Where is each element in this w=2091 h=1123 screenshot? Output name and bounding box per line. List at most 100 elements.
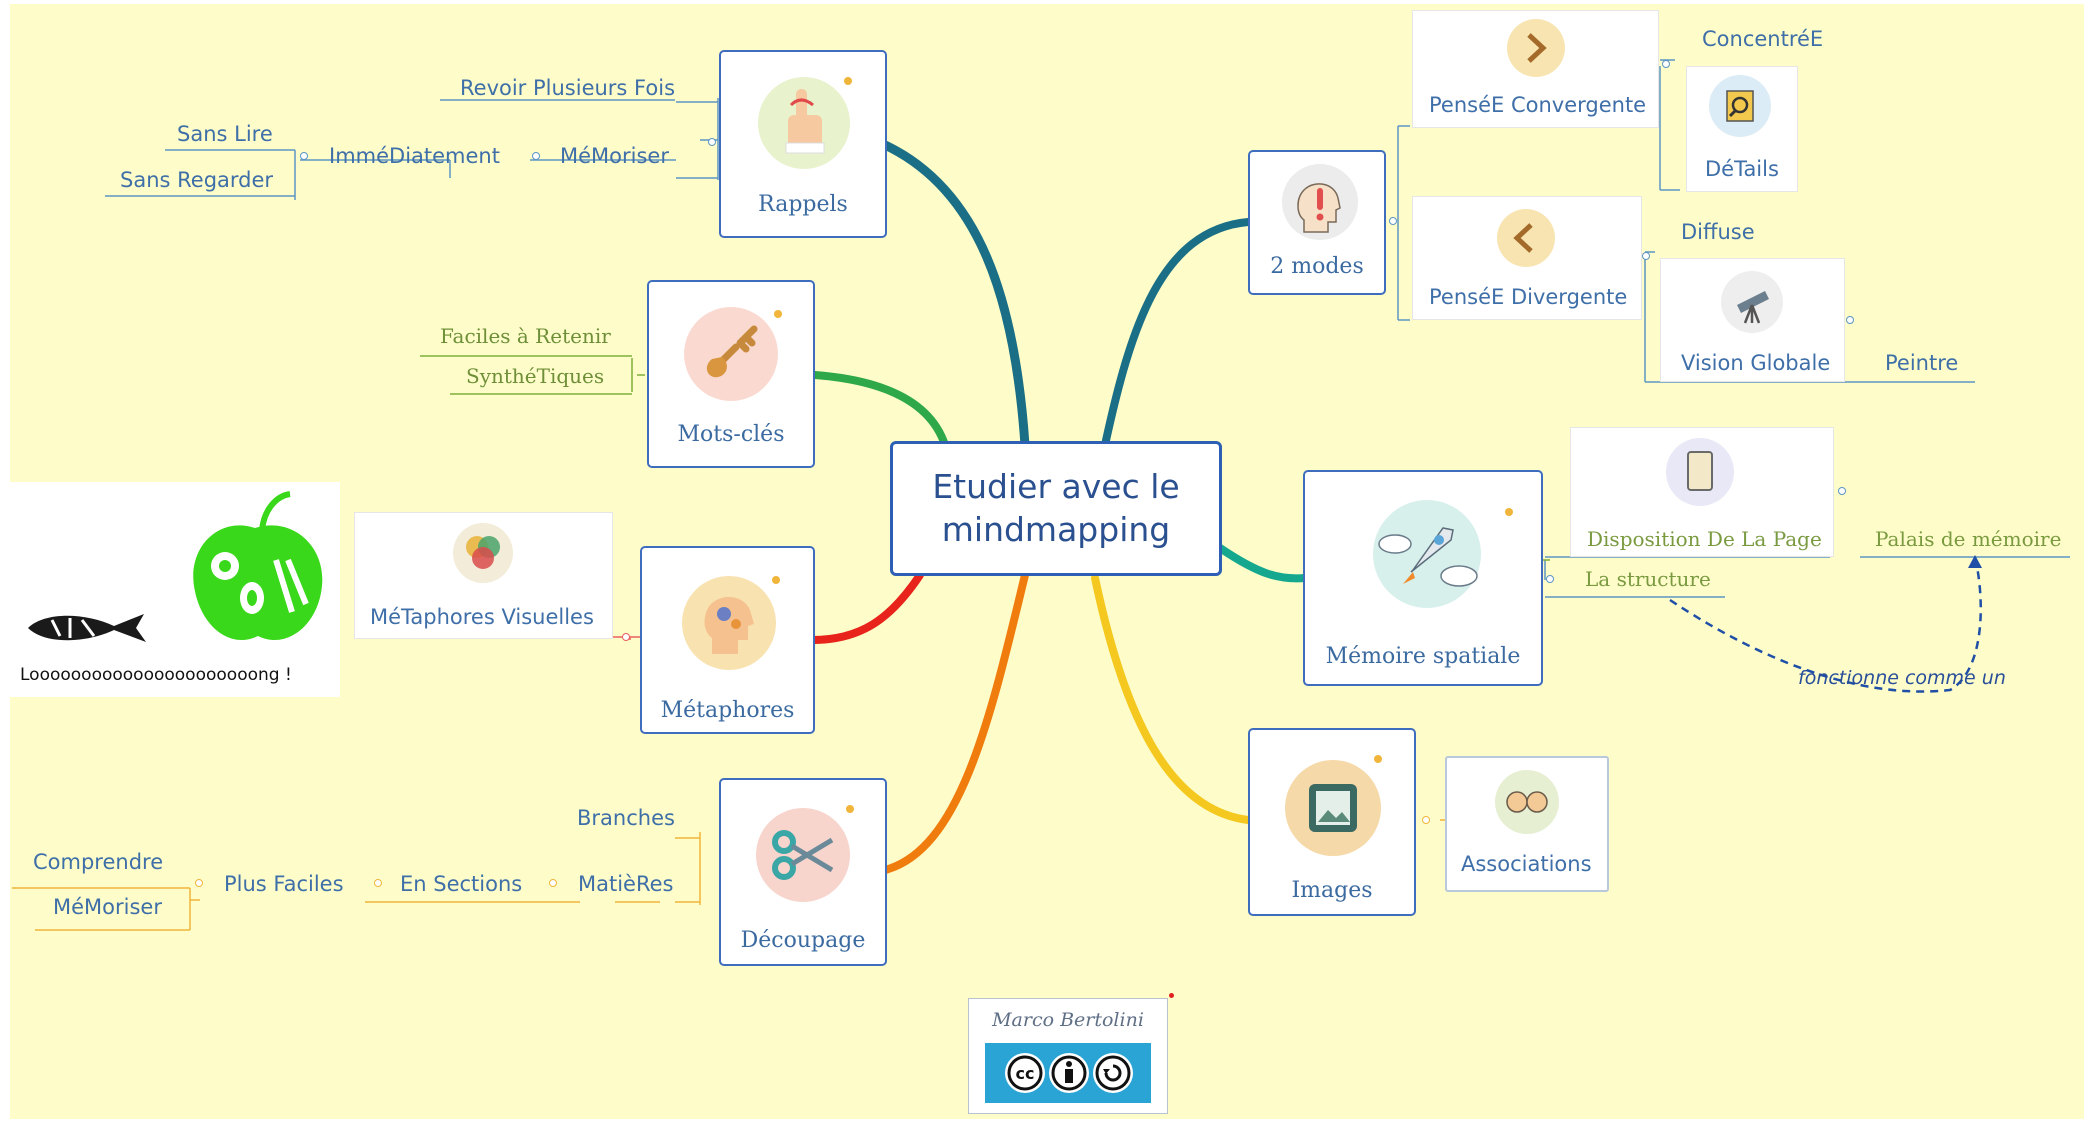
topic-sans-regarder[interactable]: Sans Regarder bbox=[120, 168, 274, 192]
node-images[interactable]: Images bbox=[1248, 728, 1416, 916]
decor-dot bbox=[1374, 755, 1382, 763]
collapse-toggle[interactable] bbox=[1838, 487, 1846, 495]
chevron-left-icon bbox=[1497, 209, 1555, 267]
fish-logo bbox=[28, 614, 146, 642]
rocket-icon bbox=[1373, 500, 1481, 608]
topic-associations-box[interactable]: Associations bbox=[1445, 756, 1609, 892]
svg-text:cc: cc bbox=[1016, 1064, 1035, 1083]
topic-convergente: PenséE Convergente bbox=[1429, 93, 1647, 117]
topic-metaphores-visuelles-box[interactable]: MéTaphores Visuelles bbox=[354, 512, 613, 639]
head-gears-icon bbox=[682, 576, 776, 670]
cc-license-logo: cc bbox=[985, 1043, 1151, 1103]
long-text: Loooooooooooooooooooooong ! bbox=[20, 665, 292, 685]
collapse-toggle[interactable] bbox=[622, 633, 630, 641]
topic-en-sections[interactable]: En Sections bbox=[400, 872, 523, 896]
node-decoupage[interactable]: Découpage bbox=[719, 778, 887, 966]
topic-metaphores-visuelles: MéTaphores Visuelles bbox=[370, 605, 594, 629]
topic-details-box[interactable]: DéTails bbox=[1686, 66, 1798, 192]
relation-arrow bbox=[1669, 556, 1982, 693]
topic-divergente: PenséE Divergente bbox=[1429, 285, 1628, 309]
topic-memoriser-2[interactable]: MéMoriser bbox=[53, 895, 162, 919]
collapse-toggle[interactable] bbox=[1422, 816, 1430, 824]
node-motscles-label: Mots-clés bbox=[677, 422, 785, 447]
node-metaphores-label: Métaphores bbox=[660, 698, 795, 723]
topic-palais[interactable]: Palais de mémoire bbox=[1875, 527, 2062, 551]
decor-dot bbox=[844, 77, 852, 85]
scissors-icon bbox=[756, 808, 850, 902]
node-rappels-label: Rappels bbox=[758, 192, 848, 217]
key-icon bbox=[684, 307, 778, 401]
topic-branches[interactable]: Branches bbox=[577, 806, 675, 830]
topic-concentree[interactable]: ConcentréE bbox=[1702, 27, 1824, 51]
node-images-label: Images bbox=[1291, 878, 1373, 903]
credit-author: Marco Bertolini bbox=[992, 1009, 1144, 1031]
topic-details: DéTails bbox=[1705, 157, 1779, 181]
collapse-toggle[interactable] bbox=[1546, 575, 1554, 583]
topic-comprendre[interactable]: Comprendre bbox=[33, 850, 164, 874]
topic-disposition-box[interactable]: Disposition De La Page bbox=[1570, 427, 1834, 557]
node-memoire-label: Mémoire spatiale bbox=[1325, 644, 1521, 669]
decor-dot bbox=[846, 805, 854, 813]
topic-memoriser[interactable]: MéMoriser bbox=[560, 144, 669, 168]
topic-divergente-box[interactable]: PenséE Divergente bbox=[1412, 196, 1642, 320]
collapse-toggle[interactable] bbox=[1846, 316, 1854, 324]
collapse-toggle[interactable] bbox=[1662, 60, 1670, 68]
two-heads-icon bbox=[1495, 770, 1559, 834]
finger-string-icon bbox=[758, 77, 850, 169]
picture-icon bbox=[1285, 760, 1381, 856]
magnifier-icon bbox=[1709, 75, 1771, 137]
topic-vision-box[interactable]: Vision Globale bbox=[1660, 258, 1845, 382]
pasted-image-overlay: Loooooooooooooooooooooong ! bbox=[10, 482, 340, 697]
relation-label[interactable]: fonctionne comme un bbox=[1798, 667, 2006, 689]
branch-decoupage bbox=[881, 571, 1029, 874]
head-exclamation-icon bbox=[1282, 164, 1358, 240]
node-motscles[interactable]: Mots-clés bbox=[647, 280, 815, 468]
decor-dot bbox=[1505, 508, 1513, 516]
telescope-icon bbox=[1721, 271, 1783, 333]
pomme-apple-logo bbox=[193, 491, 323, 641]
venn-icon bbox=[453, 523, 513, 583]
topic-disposition: Disposition De La Page bbox=[1587, 527, 1822, 551]
topic-revoir[interactable]: Revoir Plusieurs Fois bbox=[460, 76, 676, 100]
topic-sans-lire[interactable]: Sans Lire bbox=[177, 122, 273, 146]
chevron-right-icon bbox=[1507, 19, 1565, 77]
collapse-toggle[interactable] bbox=[195, 879, 203, 887]
collapse-toggle[interactable] bbox=[549, 879, 557, 887]
topic-structure[interactable]: La structure bbox=[1585, 567, 1711, 591]
topic-vision: Vision Globale bbox=[1681, 351, 1831, 375]
collapse-toggle[interactable] bbox=[1389, 217, 1397, 225]
topic-peintre[interactable]: Peintre bbox=[1885, 351, 1959, 375]
node-memoire[interactable]: Mémoire spatiale bbox=[1303, 470, 1543, 686]
branch-2modes bbox=[1101, 218, 1252, 449]
branch-images bbox=[1091, 574, 1252, 824]
branch-memoire bbox=[1216, 544, 1309, 583]
collapse-toggle[interactable] bbox=[708, 138, 716, 146]
topic-convergente-box[interactable]: PenséE Convergente bbox=[1412, 10, 1659, 128]
topic-associations: Associations bbox=[1461, 852, 1592, 876]
node-2modes-label: 2 modes bbox=[1270, 254, 1364, 279]
decor-dot bbox=[774, 310, 782, 318]
node-decoupage-label: Découpage bbox=[740, 928, 866, 953]
marker-dot bbox=[1169, 993, 1174, 998]
collapse-toggle[interactable] bbox=[1642, 252, 1650, 260]
topic-matieres[interactable]: MatièRes bbox=[578, 872, 674, 896]
branch-metaphores bbox=[808, 571, 924, 644]
collapse-toggle[interactable] bbox=[374, 879, 382, 887]
topic-synthetiques[interactable]: SynthéTiques bbox=[466, 364, 605, 388]
topic-immediatement[interactable]: ImméDiatement bbox=[329, 144, 500, 168]
collapse-toggle[interactable] bbox=[532, 152, 540, 160]
topic-diffuse[interactable]: Diffuse bbox=[1681, 220, 1755, 244]
node-rappels[interactable]: Rappels bbox=[719, 50, 887, 238]
node-metaphores[interactable]: Métaphores bbox=[640, 546, 815, 734]
branch-motscles bbox=[811, 371, 949, 449]
topic-plus-faciles[interactable]: Plus Faciles bbox=[224, 872, 344, 896]
branch-rappels bbox=[880, 140, 1030, 450]
tablet-icon bbox=[1666, 438, 1734, 506]
credit-badge: Marco Bertolini cc bbox=[968, 993, 1174, 1114]
topic-faciles[interactable]: Faciles à Retenir bbox=[440, 324, 611, 348]
node-2modes[interactable]: 2 modes bbox=[1248, 150, 1386, 295]
collapse-toggle[interactable] bbox=[300, 152, 308, 160]
decor-dot bbox=[772, 576, 780, 584]
